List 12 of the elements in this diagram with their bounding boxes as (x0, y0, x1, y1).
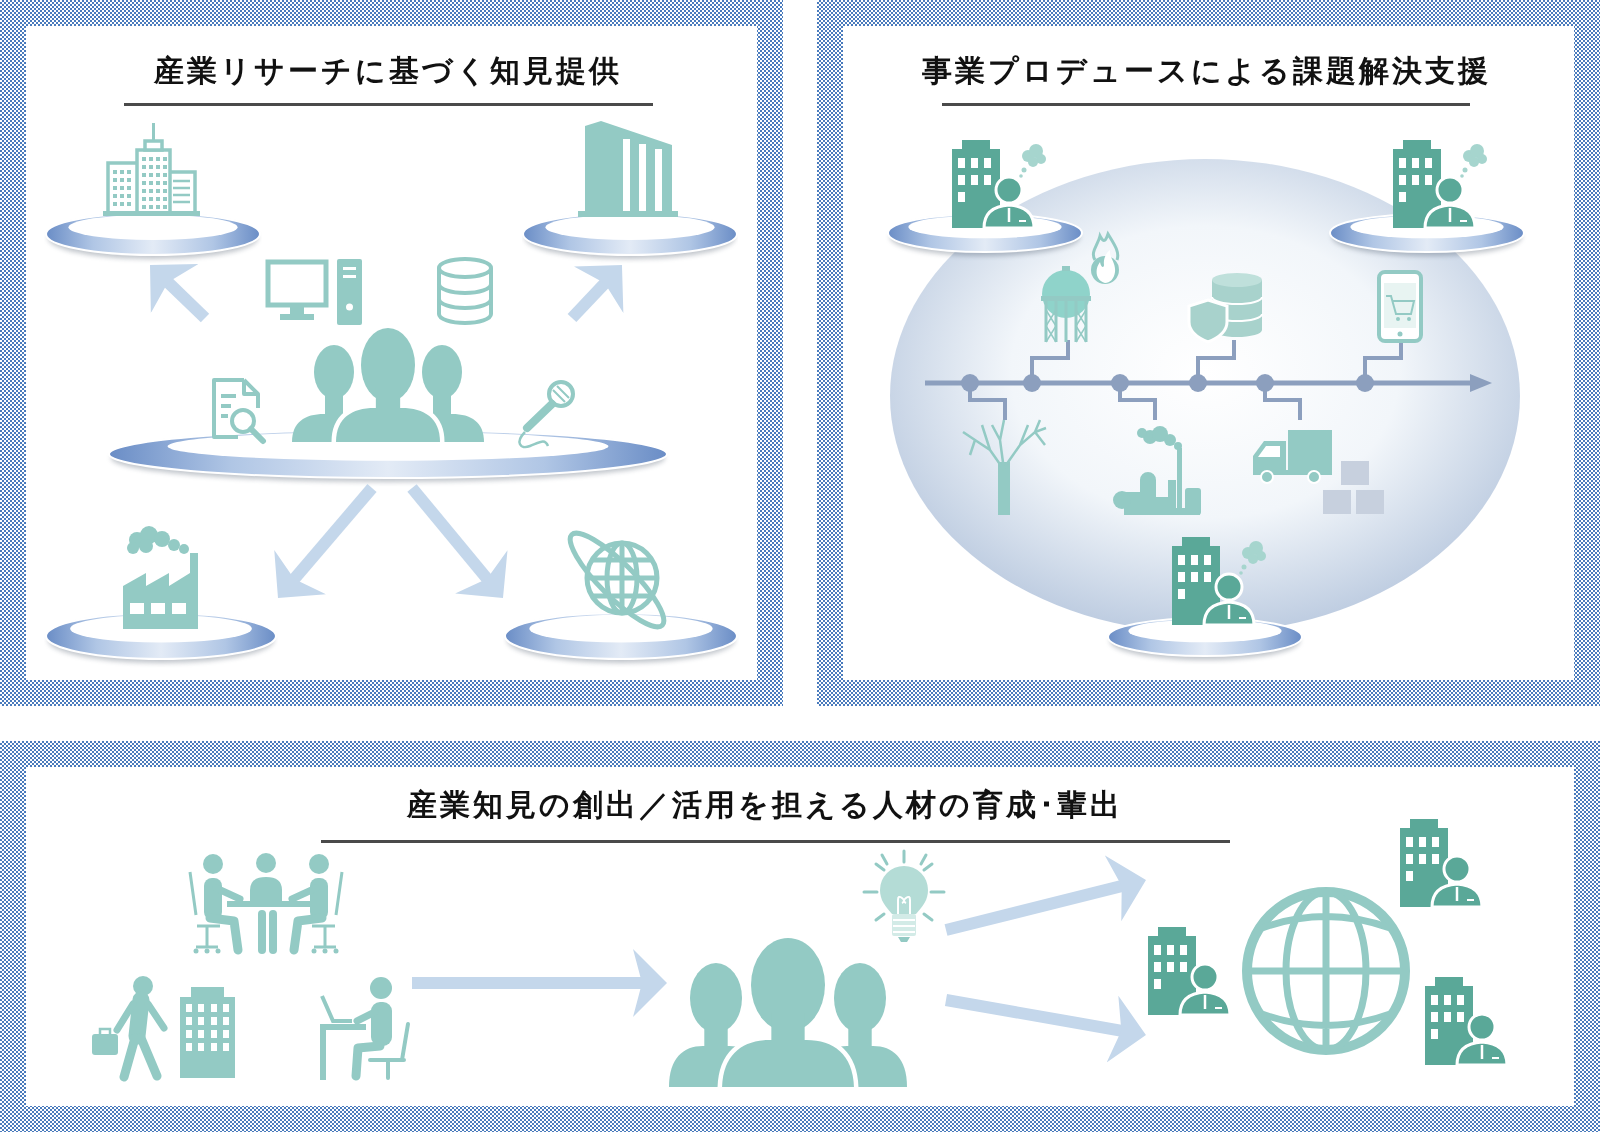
panel-title: 事業プロデュースによる課題解決支援 (921, 53, 1491, 89)
arrow (274, 484, 377, 598)
arrow (407, 484, 508, 598)
arrow (944, 994, 1146, 1063)
arrow (412, 949, 667, 1017)
arrow (567, 265, 624, 323)
arrow (944, 855, 1146, 936)
panel-title: 産業知見の創出／活用を担える人材の育成･輩出 (407, 787, 1123, 823)
workers-illustration (90, 852, 412, 1082)
arrow (150, 264, 210, 323)
team-with-lightbulb (667, 848, 946, 1087)
panel-title: 産業リサーチに基づく知見提供 (154, 53, 622, 89)
